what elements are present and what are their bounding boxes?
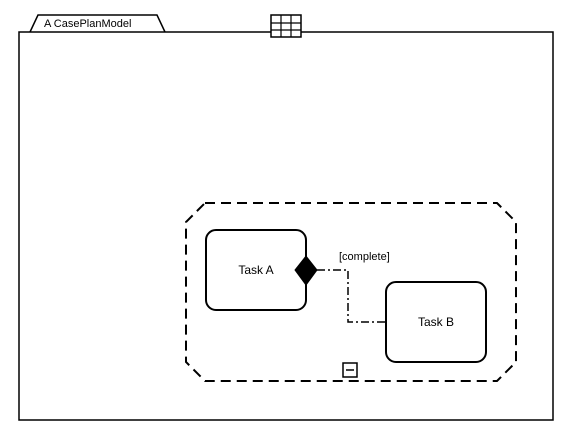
task-b-box[interactable] — [385, 281, 487, 363]
task-b-label: Task B — [418, 315, 454, 329]
exit-criterion-diamond-icon[interactable] — [294, 255, 318, 286]
planning-table-icon[interactable] — [270, 14, 302, 38]
case-plan-model-label: A CasePlanModel — [44, 18, 131, 30]
task-b[interactable]: Task B — [385, 281, 487, 363]
connector-line[interactable] — [317, 269, 386, 323]
connector-condition-label: [complete] — [339, 251, 390, 263]
task-a[interactable]: Task A — [205, 229, 307, 311]
collapse-minus-icon[interactable] — [342, 362, 358, 378]
stage-border[interactable] — [185, 202, 517, 382]
case-plan-model-tab[interactable] — [29, 14, 166, 33]
stage[interactable] — [185, 202, 517, 382]
task-a-label: Task A — [238, 263, 273, 277]
